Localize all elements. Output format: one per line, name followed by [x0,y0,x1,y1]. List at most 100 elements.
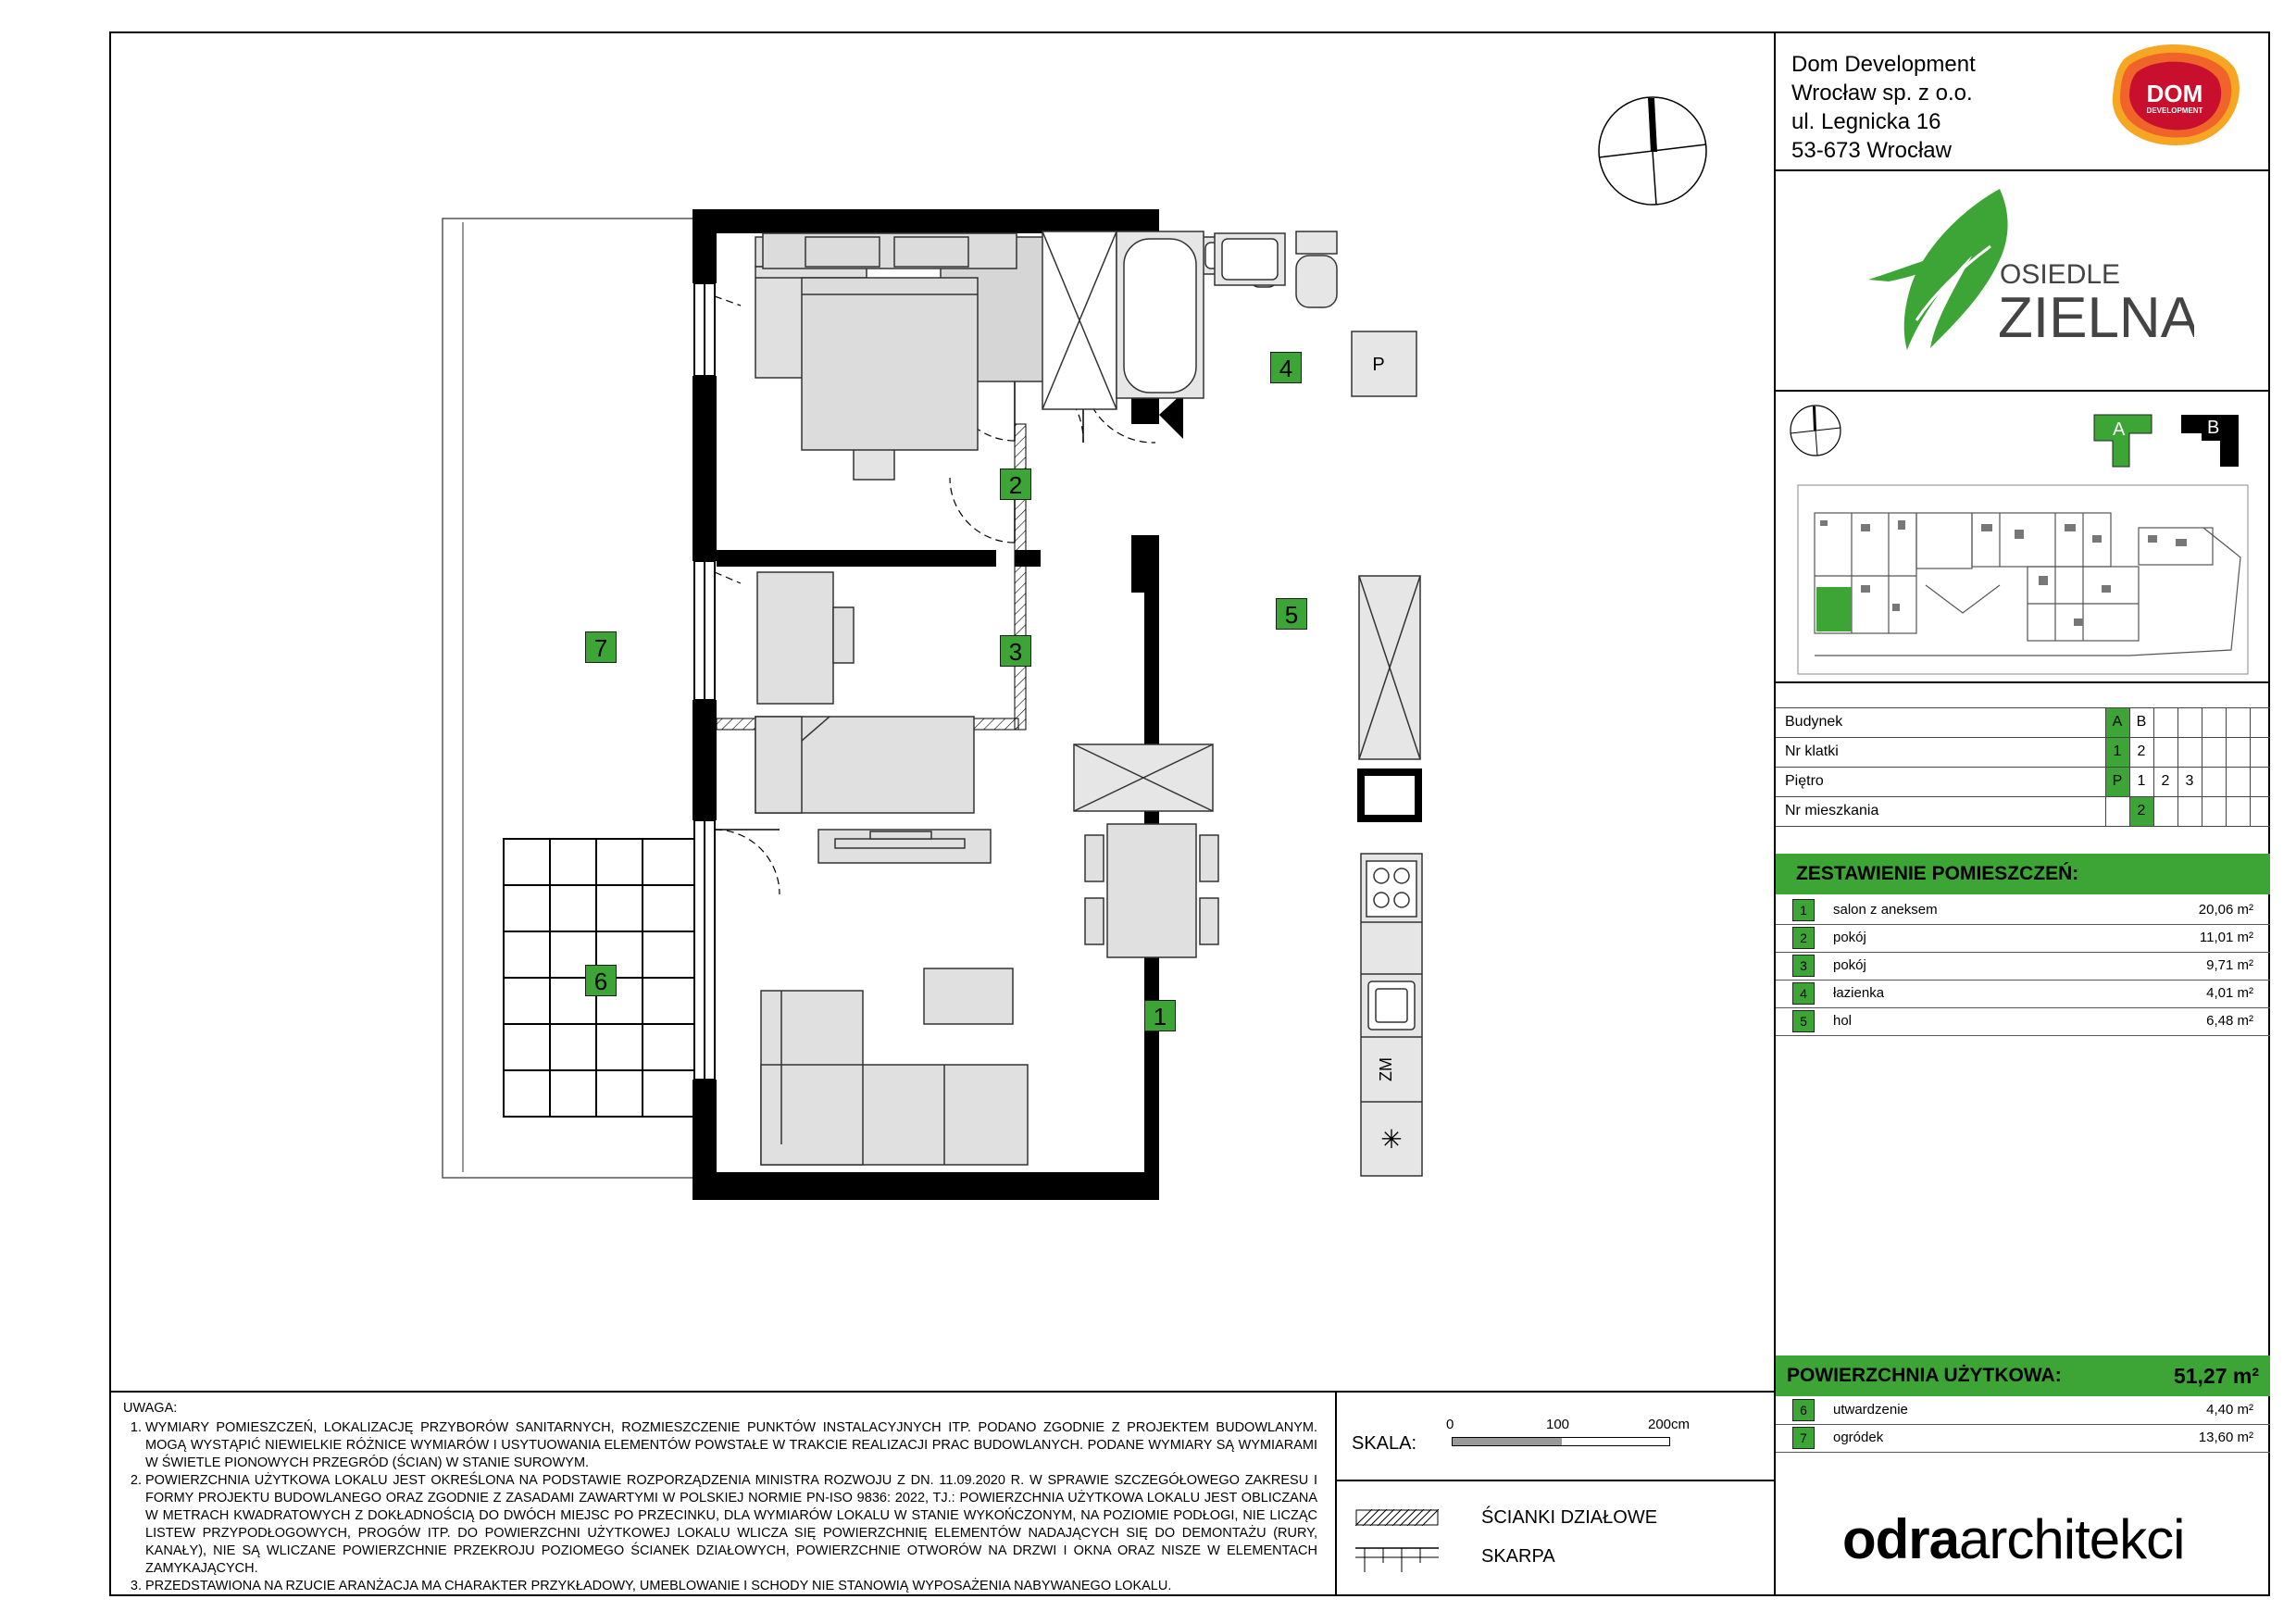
notes-title: UWAGA: [123,1401,178,1416]
info-cell: P [2112,773,2123,789]
room-row: 2 pokój 11,01 m² [1776,924,2270,953]
note-item: POWIERZCHNIA UŻYTKOWA LOKALU JEST OKREŚL… [145,1472,1317,1578]
info-table-col [2177,707,2178,826]
highlight-cell [2106,708,2129,737]
info-cell: 1 [2137,773,2146,789]
bathtub [1136,236,1192,366]
highlight-cell [2106,738,2129,767]
room-name: pokój [1833,957,1866,973]
company-line: 53-673 Wrocław [1791,138,1952,163]
north-arrow-compass [1598,96,1707,206]
rooms-section-title: ZESTAWIENIE POMIESZCZEŃ: [1776,854,2270,894]
info-table: Budynek Nr klatki Piętro Nr mieszkania A… [1776,707,2270,830]
building-b-label: B [2207,418,2219,438]
plan-label-room-1: 1 [1144,1000,1176,1031]
double-bed-frame [940,236,1051,382]
plan-label-room-2: 2 [1000,468,1031,500]
info-table-rule [1776,707,2270,708]
plan-label-room-3: 3 [1000,635,1031,667]
room-row: 1 salon z aneksem 20,06 m² [1776,896,2270,925]
info-cell: 2 [2161,773,2170,789]
room-area: 4,40 m² [2206,1402,2253,1418]
info-label-apartment: Nr mieszkania [1785,803,1879,818]
info-table-rule [1776,767,2270,768]
usable-area-bar: POWIERZCHNIA UŻYTKOWA: 51,27 m² [1776,1355,2270,1396]
logo-line1: OSIEDLE [2000,259,2120,290]
toilet [1249,236,1279,288]
room-number: 1 [1792,899,1815,921]
scale-label: SKALA: [1352,1433,1417,1454]
room-area: 9,71 m² [2206,957,2253,973]
usable-area-value: 51,27 m² [2173,1364,2259,1388]
room-row: 3 pokój 9,71 m² [1776,952,2270,981]
partition-bath-right [1082,358,1132,371]
extra-area-row: 6 utwardzenie 4,40 m² [1776,1396,2270,1425]
door-leaves [715,367,1084,831]
architect-logo-light: architekci [1959,1508,2185,1570]
usable-area-label: POWIERZCHNIA UŻYTKOWA: [1787,1365,2062,1386]
entrance-arrow [1159,393,1183,439]
room-number: 3 [1792,955,1815,977]
room-name: utwardzenie [1833,1402,1908,1418]
plan-label-room-6: 6 [585,965,617,996]
plan-label-room-4: 4 [1270,352,1302,383]
scale-tick: 100 [1546,1417,1570,1432]
slope-symbol [1355,1547,1439,1572]
room-area: 20,06 m² [2198,902,2253,918]
info-label-floor: Piętro [1785,773,1824,789]
door-swings [714,295,1156,895]
company-address: Dom Development Wrocław sp. z o.o. ul. L… [1791,50,1976,165]
note-item: PRZEDSTAWIONA NA RZUCIE ARANŻACJA MA CHA… [145,1578,1317,1595]
divider-logo [1774,390,2270,392]
divider-notes [109,1391,2270,1393]
info-cell: 1 [2113,743,2122,759]
legend-walls-label: ŚCIANKI DZIAŁOWE [1481,1507,1658,1528]
divider-scale-legend [1335,1480,1774,1481]
info-table-col [2226,707,2227,826]
scale-bar [1452,1437,1670,1446]
partition-wall-symbol [1355,1509,1439,1526]
highlight-cell [2106,768,2129,796]
architect-logo-bold: odra [1842,1508,1960,1570]
room-name: hol [1833,1013,1853,1029]
floor-plan [442,209,1279,1200]
info-table-col [2105,707,2106,826]
dom-logo-subtext: DEVELOPMENT [2147,106,2203,115]
room-area: 13,60 m² [2198,1430,2253,1445]
shower-cabinet [1090,236,1136,349]
building-a-label: A [2113,419,2126,440]
room-name: pokój [1833,930,1866,945]
windows [693,282,716,1081]
kitchen-unit [853,364,895,481]
apartment-highlight [1816,587,1852,631]
room-row: 5 hol 6,48 m² [1776,1007,2270,1036]
scale-bar-filled [1453,1438,1562,1445]
info-cell: A [2112,714,2123,730]
company-line: Wrocław sp. z o.o. [1791,81,1973,106]
dom-development-logo: DOM DEVELOPMENT [2112,44,2240,145]
divider-company [1774,169,2270,171]
plan-label-room-7: 7 [585,631,617,663]
info-table-rule [1776,737,2270,738]
drawing-frame [109,31,2270,1596]
room-row: 4 łazienka 4,01 m² [1776,980,2270,1008]
room-name: salon z aneksem [1833,902,1938,918]
room-number: 4 [1792,982,1815,1005]
info-label-staircase: Nr klatki [1785,743,1839,759]
info-table-col [2129,707,2130,826]
room-number: 7 [1792,1427,1815,1449]
building-a-key: A [2093,414,2152,468]
info-table-col [2250,707,2251,826]
company-line: Dom Development [1791,52,1976,77]
info-cell: 2 [2137,743,2146,759]
divider-keyplan [1774,681,2270,683]
building-b-key: B [2181,415,2239,467]
dom-logo-text: DOM [2147,80,2203,107]
divider-notes-scale [1335,1391,1337,1596]
info-cell: B [2136,714,2147,730]
partition-horizontal [716,718,1019,731]
company-line: ul. Legnicka 16 [1791,109,1941,134]
notes-block: UWAGA: WYMIARY POMIESZCZEŃ, LOKALIZACJĘ … [123,1400,1317,1595]
room-name: ogródek [1833,1430,1884,1445]
highlight-cell [2130,797,2153,826]
